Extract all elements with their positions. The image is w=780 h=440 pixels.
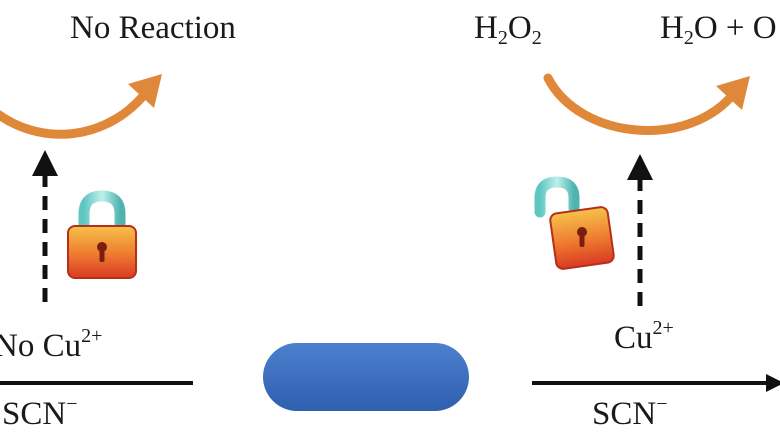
right-dashed-arrowhead <box>627 154 653 180</box>
water-o-plus: O + <box>693 10 753 46</box>
right-reagent-arrowhead <box>766 374 780 392</box>
no-reaction-text: No Reaction <box>70 10 236 46</box>
left-thiocyanate-label: SCN− <box>2 394 77 432</box>
product-label: H2O + O <box>660 10 777 49</box>
no-copper-charge: 2+ <box>81 325 103 347</box>
right-thiocyanate-charge: − <box>656 393 668 415</box>
no-reaction-label: No Reaction <box>70 12 236 45</box>
right-reaction-arrowhead <box>716 76 750 110</box>
hydrogen-peroxide-label: H2O2 <box>474 10 542 49</box>
left-reaction-arrow <box>0 85 153 139</box>
h2o2-h-sub: 2 <box>497 27 508 49</box>
closed-lock-icon <box>67 190 137 279</box>
h2o2-h: H <box>474 10 498 46</box>
right-thiocyanate-text: SCN <box>592 396 657 432</box>
copper-charge: 2+ <box>652 317 674 339</box>
product-tail: O <box>752 10 777 46</box>
nanozyme-capsule <box>263 343 469 411</box>
no-copper-label: No Cu2+ <box>0 326 102 364</box>
left-reaction-arrowhead <box>128 74 162 108</box>
water-h-sub: 2 <box>683 27 694 49</box>
right-reaction-arrow <box>543 73 740 135</box>
copper-text: Cu <box>614 320 653 356</box>
right-thiocyanate-label: SCN− <box>592 394 667 432</box>
water-h: H <box>660 10 684 46</box>
h2o2-o: O <box>507 10 532 46</box>
copper-label: Cu2+ <box>614 318 674 356</box>
left-dashed-arrowhead <box>32 150 58 176</box>
left-thiocyanate-text: SCN <box>2 396 67 432</box>
h2o2-o-sub: 2 <box>531 27 542 49</box>
left-thiocyanate-charge: − <box>66 393 78 415</box>
no-copper-text: No Cu <box>0 328 82 364</box>
open-lock-icon <box>534 176 615 270</box>
